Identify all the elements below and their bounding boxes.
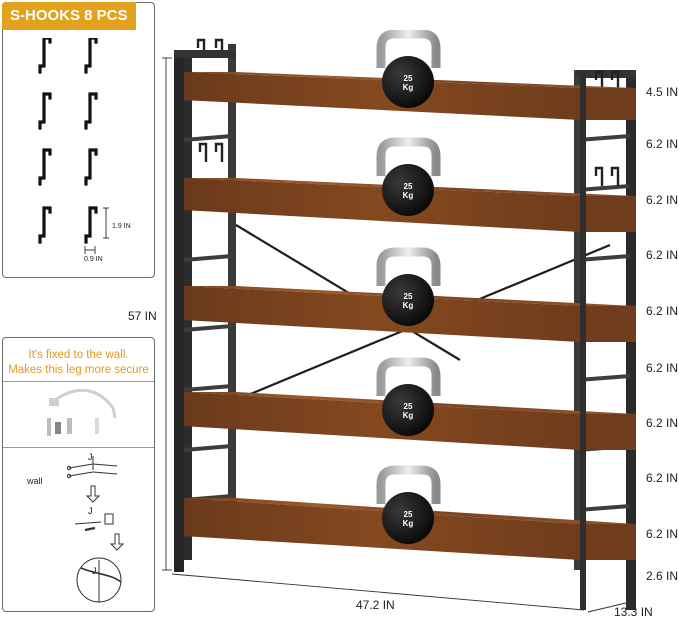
- total-height-label: 57 IN: [128, 309, 157, 323]
- j-label-3: J: [92, 566, 97, 576]
- shelf-gap-label: 6.2 IN: [646, 471, 679, 485]
- shelf-gap-label: 2.6 IN: [646, 569, 679, 583]
- s-hook-icon: [84, 206, 98, 244]
- panel-divider: [3, 381, 154, 382]
- s-hooks-title: S-HOOKS 8 PCS: [2, 2, 136, 30]
- wall-label: wall: [27, 476, 43, 486]
- shelf-gap-label: 6.2 IN: [646, 248, 679, 262]
- depth-label: 13.3 IN: [614, 605, 653, 619]
- s-hook-icon: [84, 38, 98, 74]
- wall-note-line1: It's fixed to the wall.: [28, 349, 129, 361]
- width-label: 47.2 IN: [356, 598, 395, 612]
- j-label-1: J: [88, 452, 93, 462]
- s-hook-icon: [38, 38, 52, 74]
- s-hook-icon: [38, 92, 52, 130]
- panel-divider: [3, 447, 154, 448]
- shelf-gap-label: 4.5 IN: [646, 85, 679, 99]
- kettlebell-icon: [376, 357, 441, 436]
- shelf-gap-label: 6.2 IN: [646, 361, 679, 375]
- hook-height-label: 1.9 IN: [112, 223, 131, 230]
- installation-steps-illustration: [66, 456, 125, 603]
- s-hook-icon: [38, 148, 52, 186]
- shelf-gap-label: 6.2 IN: [646, 416, 679, 430]
- shelf-gap-label: 6.2 IN: [646, 304, 679, 318]
- bookshelf-illustration: [162, 30, 636, 613]
- kettlebell-icon: [376, 247, 441, 326]
- svg-text:⁝: ⁝: [99, 428, 100, 433]
- kettlebell-icon: [376, 137, 441, 216]
- s-hook-icon: [38, 206, 52, 244]
- hook-width-label: 0.9 IN: [84, 256, 103, 263]
- shelf-gap-label: 6.2 IN: [646, 137, 679, 151]
- wall-note-line2: Makes this leg more secure: [8, 364, 149, 376]
- kettlebell-icon: [376, 30, 441, 108]
- s-hooks-illustration: [38, 38, 109, 254]
- kettlebell-icon: [376, 465, 441, 544]
- shelf-gap-label: 6.2 IN: [646, 527, 679, 541]
- anchor-kit-illustration: ⁝: [47, 388, 117, 436]
- s-hook-icon: [84, 148, 98, 186]
- shelf-gap-label: 6.2 IN: [646, 193, 679, 207]
- s-hooks-panel: [2, 2, 155, 278]
- s-hook-icon: [84, 92, 98, 130]
- j-label-2: J: [88, 506, 93, 516]
